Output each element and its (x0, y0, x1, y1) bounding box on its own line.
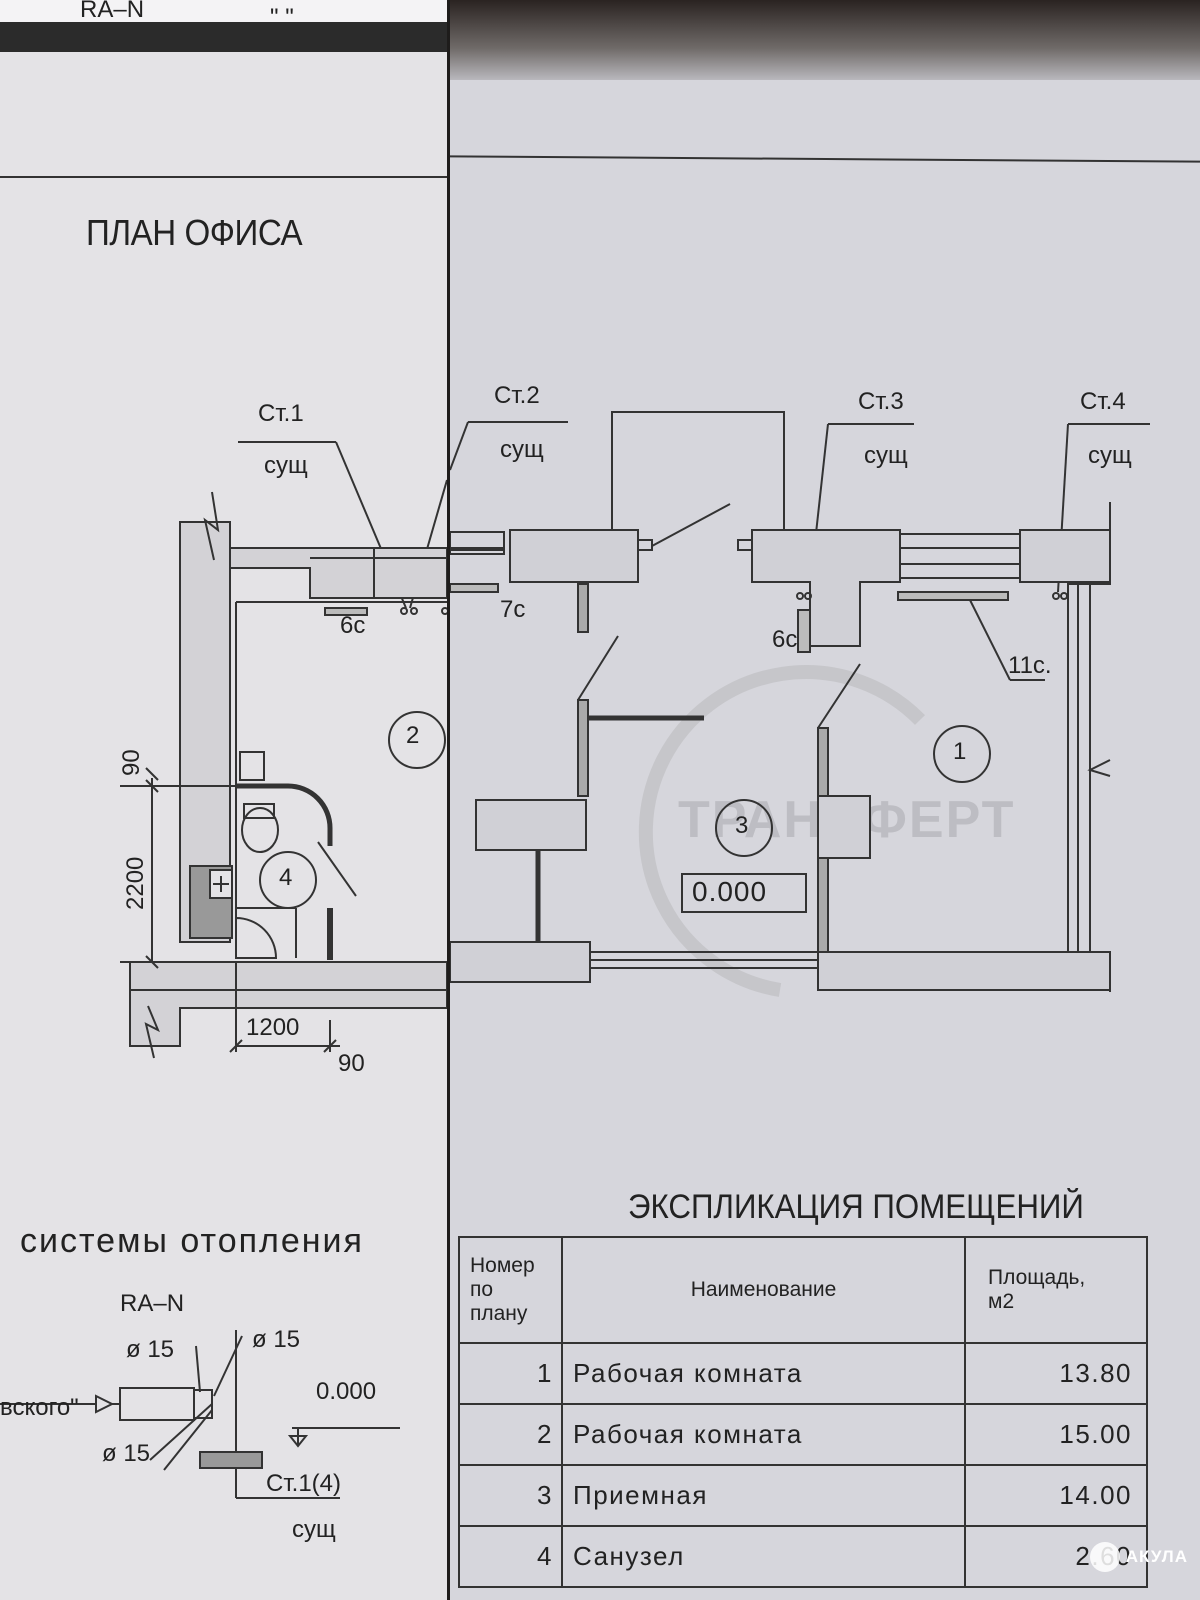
room-2-number: 2 (406, 722, 420, 749)
top-fragment-label: RA–N (80, 0, 145, 23)
left-sheet: RA–N " " ПЛАН ОФИСА (0, 0, 447, 1600)
dimension-90-top: 90 (118, 749, 145, 776)
akula-badge: АКУЛА (1089, 1542, 1188, 1572)
row-number: 2 (458, 1403, 563, 1466)
binder-shadow-bar (0, 22, 447, 52)
table-row: 3 Приемная 14.00 (458, 1464, 1148, 1527)
row-number: 3 (458, 1464, 563, 1527)
table-row: 2 Рабочая комната 15.00 (458, 1403, 1148, 1466)
explication-title: ЭКСПЛИКАЦИЯ ПОМЕЩЕНИЙ (628, 1188, 1084, 1226)
header-area-line1: Площадь, (988, 1266, 1086, 1289)
floor-level-mark: 0.000 (316, 1378, 377, 1405)
header-area-line2: м2 (988, 1290, 1015, 1313)
radiator-6c-label: 6с (340, 612, 366, 639)
diameter-label-a: ø 15 (126, 1336, 175, 1363)
riser-3-label: Ст.3 (858, 388, 904, 415)
riser-1-label: Ст.1 (258, 400, 304, 427)
table-row: 4 Санузел 2.60 (458, 1525, 1148, 1588)
row-number: 4 (458, 1525, 563, 1588)
row-name: Рабочая комната (561, 1342, 966, 1405)
row-name: Санузел (561, 1525, 966, 1588)
right-sheet: ТРАНСФЕРТ (450, 0, 1200, 1600)
dimension-1200: 1200 (246, 1014, 300, 1041)
radiator-reference-note: вского" (0, 1394, 79, 1421)
left-floorplan-drawing (0, 441, 447, 1499)
table-row: 1 Рабочая комната 13.80 (458, 1342, 1148, 1405)
shark-logo-icon (1089, 1542, 1120, 1572)
detail-riser-label: Ст.1(4) (266, 1470, 342, 1497)
riser-3-note: сущ (864, 442, 908, 469)
right-floorplan-drawing (450, 411, 1150, 997)
room-3-level-mark: 0.000 (692, 876, 768, 907)
room-4-number: 4 (279, 864, 293, 891)
heating-section-title: системы отопления (20, 1222, 364, 1260)
header-number-line2: плану (470, 1302, 528, 1325)
row-number: 1 (458, 1342, 563, 1405)
akula-badge-label: АКУЛА (1125, 1547, 1188, 1566)
row-name: Приемная (561, 1464, 966, 1527)
right-top-shadow (450, 0, 1200, 80)
radiator-7c-label: 7с (500, 596, 526, 623)
header-name: Наименование (561, 1236, 966, 1344)
riser-1-note: сущ (264, 452, 308, 479)
diameter-label-c: ø 15 (102, 1440, 151, 1467)
riser-4-label: Ст.4 (1080, 388, 1126, 415)
row-area: 14.00 (964, 1464, 1148, 1527)
diameter-label-b: ø 15 (252, 1326, 301, 1353)
header-area: Площадь,м2 (964, 1236, 1148, 1344)
header-number-line1: Номер по (470, 1254, 535, 1301)
dimension-90-bottom: 90 (338, 1050, 365, 1077)
plan-title: ПЛАН ОФИСА (86, 212, 303, 253)
left-paper-top-strip (0, 0, 447, 22)
dimension-2200: 2200 (122, 856, 149, 910)
row-area: 15.00 (964, 1403, 1148, 1466)
detail-riser-note: сущ (292, 1516, 336, 1543)
radiator-11c-label: 11с. (1008, 652, 1052, 679)
riser-2-note: сущ (500, 436, 544, 463)
room-1-number: 1 (953, 738, 967, 765)
row-name: Рабочая комната (561, 1403, 966, 1466)
room-3-number: 3 (735, 812, 749, 839)
row-area: 13.80 (964, 1342, 1148, 1405)
riser-2-label: Ст.2 (494, 382, 540, 409)
riser-4-note: сущ (1088, 442, 1132, 469)
detail-valve-label: RA–N (120, 1290, 185, 1317)
header-rule (0, 176, 447, 178)
radiator-6c-right-label: 6с (772, 626, 798, 653)
